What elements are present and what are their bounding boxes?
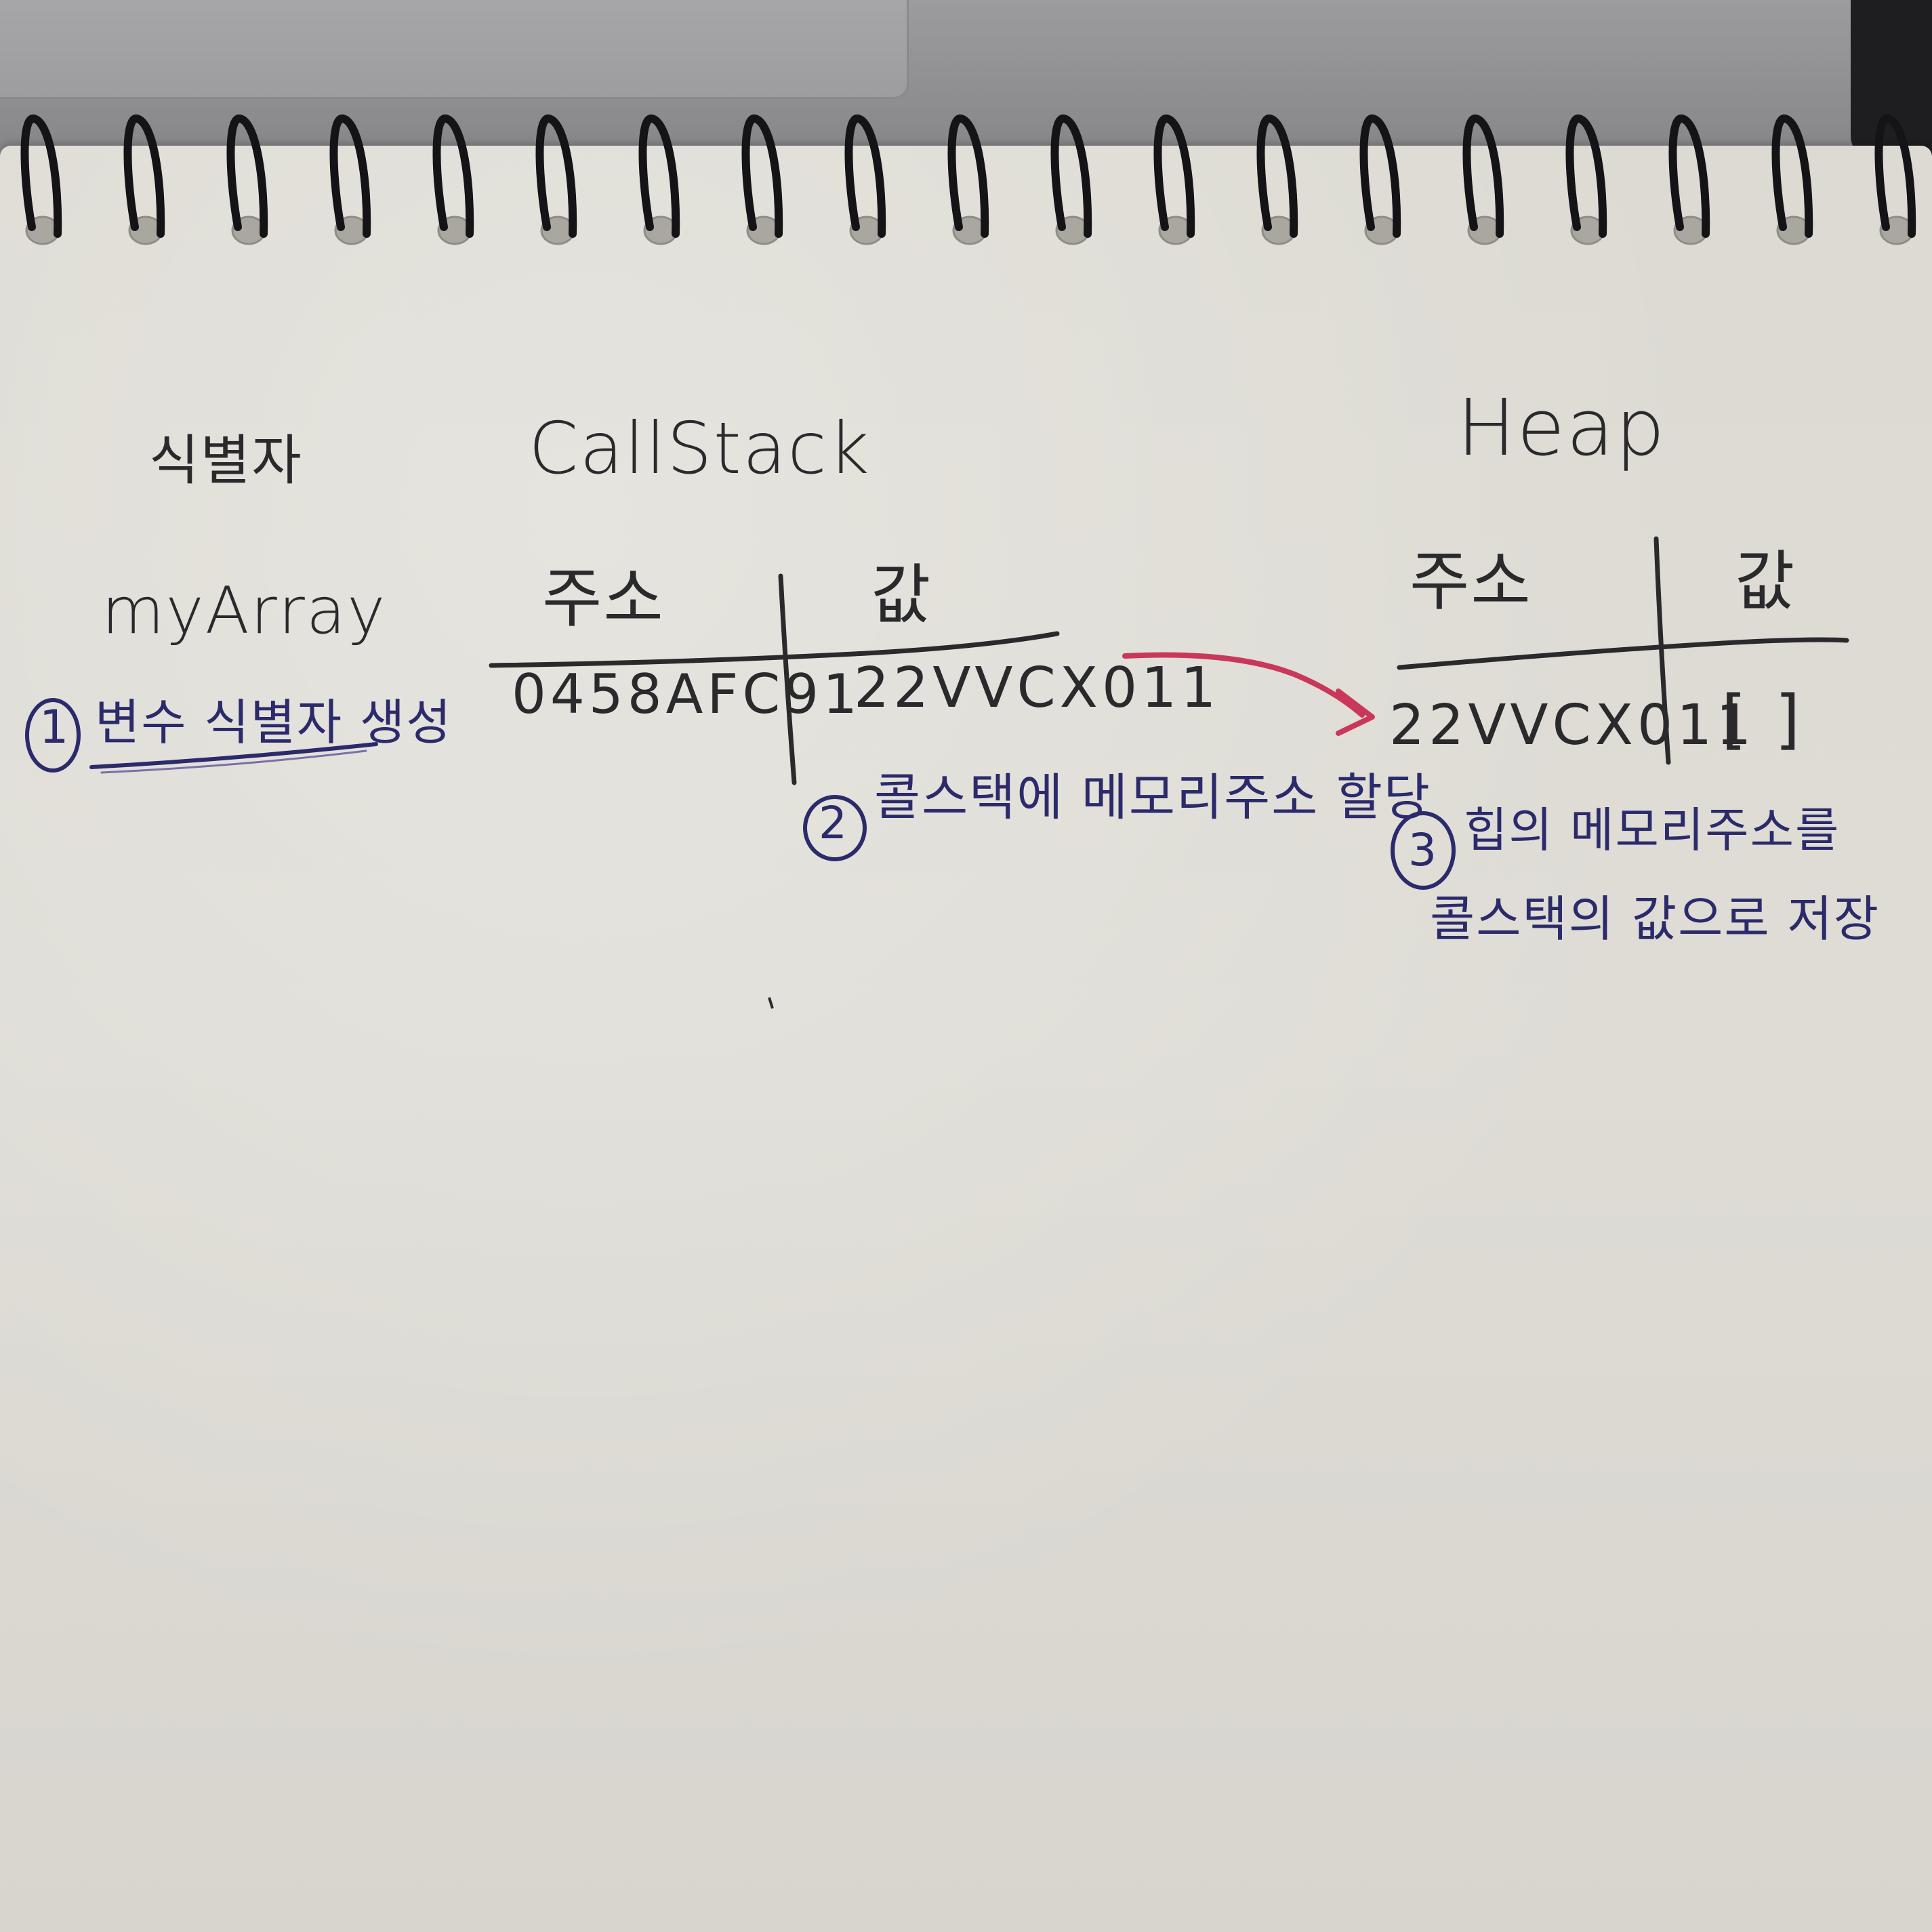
heap-title: Heap xyxy=(1457,383,1666,474)
callstack-address-cell: 0458AFC91 xyxy=(512,663,861,726)
callstack-value-cell: 22VVCX011 xyxy=(854,656,1220,720)
binding-ring xyxy=(1359,115,1401,238)
step2-text: 콜스택에 메모리주소 할당 xyxy=(874,768,1431,827)
heap-value-header: 값 xyxy=(1735,543,1796,619)
binding-ring xyxy=(535,115,577,238)
binding-ring xyxy=(1462,115,1504,238)
binding-ring xyxy=(1256,115,1298,238)
callstack-title: CallStack xyxy=(529,407,871,490)
binding-ring xyxy=(1050,115,1092,238)
binding-ring xyxy=(1668,115,1710,238)
binding-ring xyxy=(226,115,268,238)
binding-ring xyxy=(432,115,474,238)
laptop-edge xyxy=(1851,0,1932,163)
binding-ring xyxy=(329,115,371,238)
heap-value-cell: [ ] xyxy=(1721,682,1805,757)
identifier-title: 식별자 xyxy=(149,429,303,492)
laptop-trackpad xyxy=(0,0,909,99)
notebook-page xyxy=(0,146,1932,1932)
binding-ring xyxy=(1874,115,1916,238)
step3-line1: 힙의 메모리주소를 xyxy=(1464,802,1841,858)
heap-address-cell: 22VVCX011 xyxy=(1389,693,1756,758)
binding-ring xyxy=(1153,115,1195,238)
binding-ring xyxy=(947,115,989,238)
step3-number: 3 xyxy=(1408,824,1438,876)
spiral-binding xyxy=(20,115,1916,245)
step2-number: 2 xyxy=(819,797,848,849)
binding-ring xyxy=(20,115,62,238)
step1-text: 변수 식별자 생성 xyxy=(95,694,453,751)
binding-ring xyxy=(638,115,680,238)
callstack-address-header: 주소 xyxy=(542,560,665,636)
step3-line2: 콜스택의 값으로 저장 xyxy=(1430,890,1880,947)
step1-number: 1 xyxy=(39,701,70,754)
binding-ring xyxy=(1565,115,1607,238)
binding-ring xyxy=(1771,115,1813,238)
callstack-value-header: 값 xyxy=(871,557,932,633)
binding-ring xyxy=(741,115,783,238)
heap-address-header: 주소 xyxy=(1410,543,1532,619)
variable-name: myArray xyxy=(102,574,387,649)
binding-ring xyxy=(123,115,165,238)
binding-ring xyxy=(844,115,886,238)
